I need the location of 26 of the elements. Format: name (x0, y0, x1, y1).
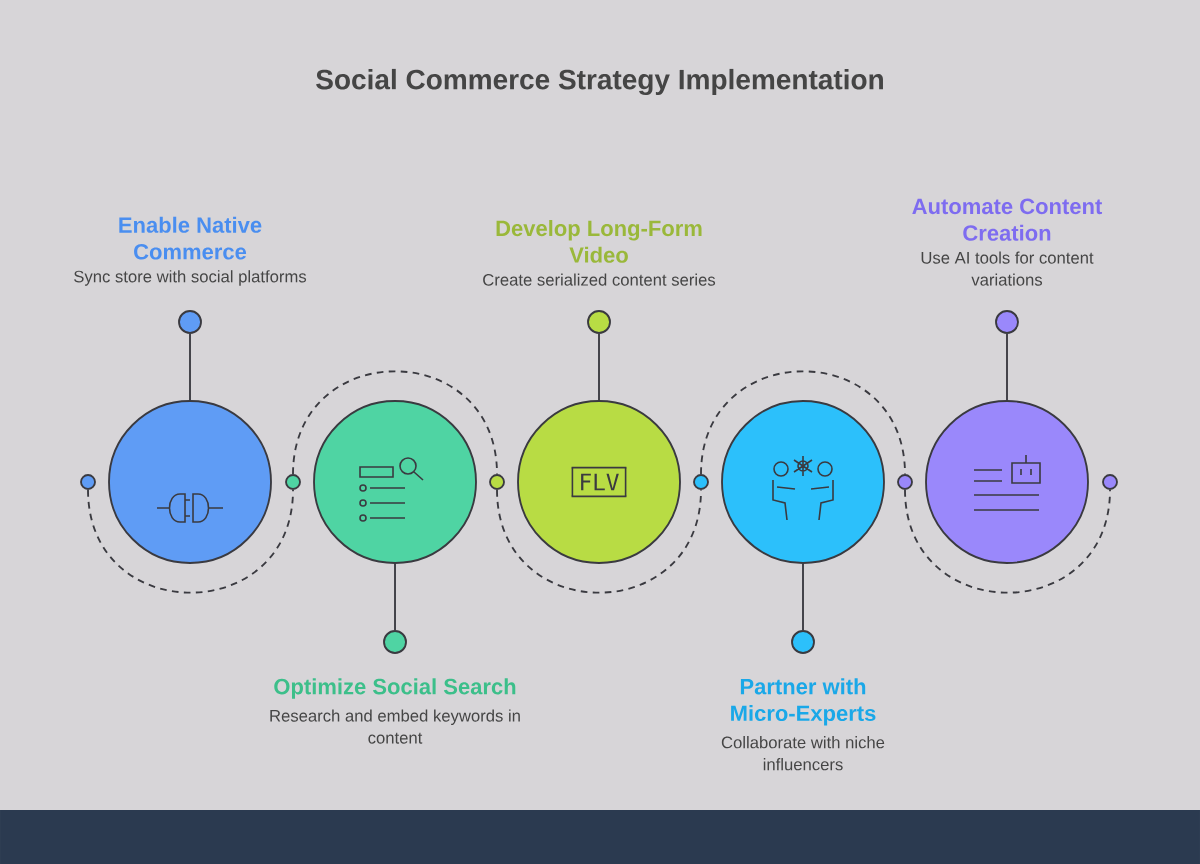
connector-dot (80, 474, 96, 490)
step-circle (925, 400, 1089, 564)
connector-line (802, 563, 804, 631)
step-text: Partner with Micro-Experts Collaborate with niche influencers (721, 678, 885, 771)
step-text: Optimize Social Search Research and embed keywords in content (270, 678, 520, 744)
dashed-arc (496, 489, 702, 594)
step-circle (313, 400, 477, 564)
dashed-arc (700, 370, 906, 475)
step-text: Enable Native Commerce Sync store with social platforms (74, 216, 307, 286)
connector-line (189, 333, 191, 401)
step-text: Develop Long-Form Video Create serialized content series (483, 220, 716, 286)
dashed-arc (292, 370, 498, 475)
connector-dot (1102, 474, 1118, 490)
connector-line (394, 563, 396, 631)
step-circle (721, 400, 885, 564)
step-circle (108, 400, 272, 564)
step-text: Automate Content Creation Use AI tools for content variations (912, 198, 1103, 286)
connector-dot (693, 474, 709, 490)
dashed-arc (904, 489, 1111, 594)
dashed-arc (87, 489, 294, 594)
title: Social Commerce Strategy Implementation (316, 68, 883, 96)
connector-line (598, 333, 600, 401)
connector-dot (489, 474, 505, 490)
connector-line (1006, 333, 1008, 401)
connector-dot (285, 474, 301, 490)
connector-dot (897, 474, 913, 490)
